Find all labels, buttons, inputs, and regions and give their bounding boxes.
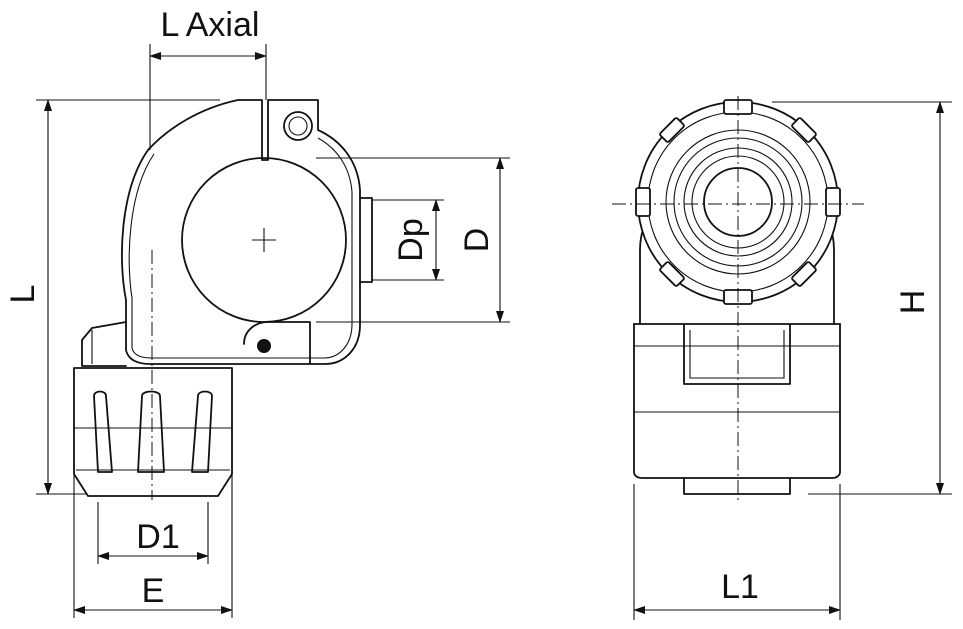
bottom-clamp-ear <box>243 321 311 365</box>
dp-label: Dp <box>392 218 430 261</box>
front-bottom-stub <box>683 477 791 495</box>
front-notch-inner <box>689 330 785 379</box>
side-boss <box>359 197 373 283</box>
front-notch <box>683 323 791 385</box>
bottom-bolt <box>257 339 271 353</box>
d-label: D <box>458 228 496 253</box>
front-view <box>612 96 864 500</box>
side-nut <box>73 367 233 497</box>
side-body-outline <box>121 99 361 365</box>
d1-label: D1 <box>136 518 179 556</box>
side-view <box>73 99 373 500</box>
nut-finger-2 <box>137 390 165 473</box>
l1-label: L1 <box>721 568 759 606</box>
l-axial-label: L Axial <box>161 6 260 44</box>
nut-finger-3 <box>191 390 213 473</box>
side-dimensions: L Axial L Dp D D1 E <box>4 6 510 618</box>
front-dimensions: H L1 <box>633 101 952 620</box>
front-housing <box>633 323 841 479</box>
h-label: H <box>894 290 932 315</box>
e-label: E <box>142 572 165 610</box>
side-body-inner <box>128 137 353 359</box>
clamp-screw-hole <box>283 111 313 141</box>
nut-finger-1 <box>93 390 113 473</box>
side-spigot <box>81 321 127 367</box>
l-label: L <box>4 285 42 304</box>
clamp-screw-hole-inner <box>288 116 308 136</box>
